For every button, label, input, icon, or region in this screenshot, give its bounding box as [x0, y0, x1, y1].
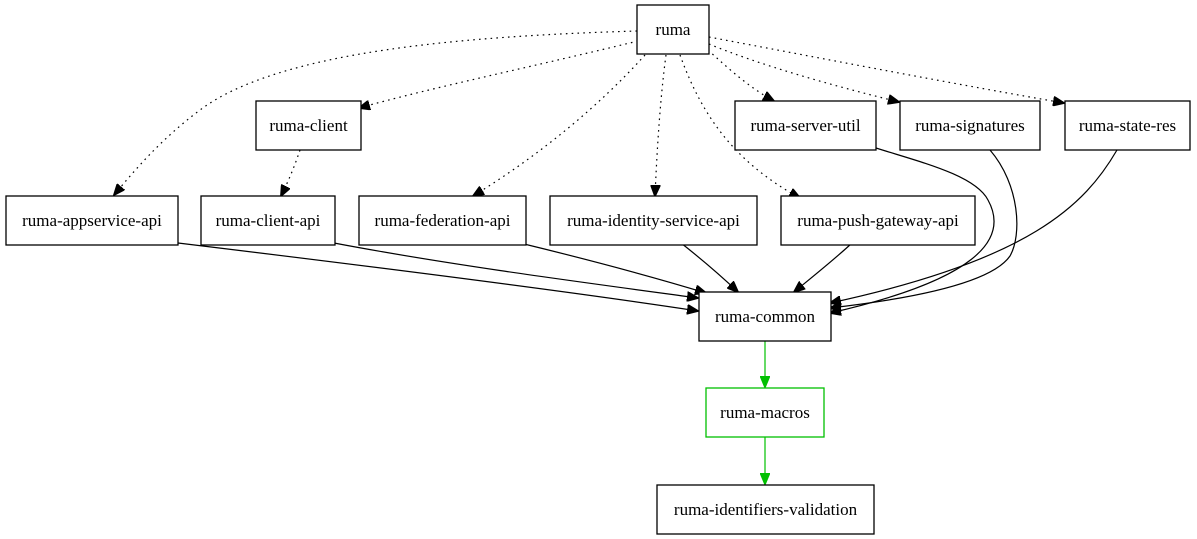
node-label: ruma-common [715, 307, 816, 326]
edge-ruma-to-push-gateway-api [679, 54, 800, 198]
node-ruma-state-res[interactable]: ruma-state-res [1064, 100, 1191, 151]
node-label: ruma-server-util [750, 116, 860, 135]
node-label: ruma-identity-service-api [567, 211, 740, 230]
node-ruma-identifiers-validation[interactable]: ruma-identifiers-validation [656, 484, 875, 535]
node-ruma-server-util[interactable]: ruma-server-util [734, 100, 877, 151]
edge-client-api-to-common [333, 242, 698, 298]
node-ruma-signatures[interactable]: ruma-signatures [899, 100, 1041, 151]
edge-signatures-to-common [830, 149, 1018, 308]
node-ruma-macros[interactable]: ruma-macros [705, 387, 825, 438]
node-label: ruma [656, 20, 691, 39]
node-label: ruma-state-res [1079, 116, 1176, 135]
edges [114, 30, 1118, 484]
edge-ruma-to-federation-api [473, 54, 646, 196]
node-label: ruma-push-gateway-api [797, 211, 959, 230]
node-label: ruma-client [269, 116, 348, 135]
node-ruma-client-api[interactable]: ruma-client-api [200, 195, 336, 246]
edge-client-to-client-api [281, 149, 301, 196]
edge-ruma-to-server-util [707, 49, 774, 101]
node-ruma-identity-service-api[interactable]: ruma-identity-service-api [549, 195, 758, 246]
edge-ruma-to-client [359, 40, 639, 108]
node-ruma-common[interactable]: ruma-common [698, 291, 832, 342]
edge-push-gateway-api-to-common [794, 242, 853, 292]
edge-ruma-to-appservice-api [114, 30, 638, 195]
edge-server-util-to-common [830, 147, 995, 313]
edge-ruma-to-identity-service-api [655, 54, 667, 196]
edge-federation-api-to-common [519, 242, 706, 293]
node-ruma-federation-api[interactable]: ruma-federation-api [358, 195, 527, 246]
edge-state-res-to-common [830, 149, 1118, 303]
node-ruma[interactable]: ruma [636, 4, 710, 55]
node-label: ruma-federation-api [375, 211, 511, 230]
node-ruma-client[interactable]: ruma-client [255, 100, 362, 151]
node-label: ruma-identifiers-validation [674, 500, 858, 519]
edge-appservice-api-to-common [177, 242, 698, 311]
node-label: ruma-macros [720, 403, 810, 422]
edge-ruma-to-signatures [708, 43, 899, 102]
edge-identity-service-api-to-common [680, 242, 738, 292]
node-label: ruma-client-api [216, 211, 321, 230]
node-label: ruma-signatures [915, 116, 1025, 135]
edge-ruma-to-state-res [708, 36, 1064, 103]
node-ruma-appservice-api[interactable]: ruma-appservice-api [5, 195, 179, 246]
node-label: ruma-appservice-api [22, 211, 162, 230]
node-ruma-push-gateway-api[interactable]: ruma-push-gateway-api [780, 195, 976, 246]
